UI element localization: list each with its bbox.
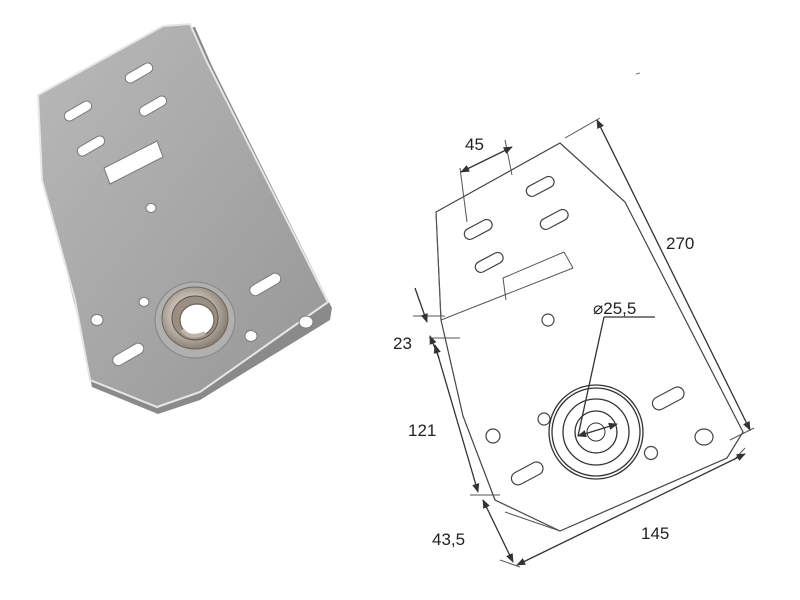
slot-outline — [510, 461, 544, 486]
slot-outline — [651, 386, 685, 411]
plate-photo — [36, 22, 332, 414]
stray-mark — [635, 72, 641, 75]
round-hole — [90, 314, 104, 326]
bearing — [154, 281, 236, 359]
label-121: 121 — [408, 421, 436, 440]
slot-outline — [474, 251, 504, 274]
label-270: 270 — [666, 234, 694, 253]
slot-outline — [463, 218, 493, 241]
slot-hole — [63, 100, 93, 122]
plate-round-holes — [90, 203, 314, 342]
hole-outline — [694, 428, 714, 446]
dimension-121 — [429, 337, 500, 496]
round-hole — [145, 203, 157, 213]
dimension-43-5 — [482, 499, 561, 568]
dimension-145 — [516, 447, 746, 566]
slot-outline — [539, 208, 569, 231]
slot-hole — [124, 62, 154, 84]
hole-outline — [485, 428, 501, 444]
slot-hole — [112, 342, 145, 367]
plate-face — [36, 22, 330, 409]
round-hole — [298, 315, 314, 329]
label-23: 23 — [393, 334, 412, 353]
slot-outline — [525, 175, 555, 198]
label-43-5: 43,5 — [432, 530, 465, 549]
slot-hole — [138, 95, 168, 117]
label-diameter: ⌀25,5 — [593, 299, 636, 318]
drawing-bearing — [548, 384, 644, 480]
slot-hole — [76, 135, 106, 157]
rectangular-window — [103, 140, 164, 185]
hole-outline — [541, 313, 555, 327]
dimension-270 — [564, 117, 755, 441]
diameter-leader — [577, 316, 655, 438]
hole-outline — [537, 412, 551, 426]
label-145: 145 — [641, 524, 669, 543]
fold-lines — [435, 211, 574, 532]
technical-drawing: 45 270 23 121 43,5 145 ⌀25,5 — [393, 72, 755, 568]
round-hole — [138, 297, 150, 307]
plate-slots — [63, 62, 282, 367]
label-45: 45 — [465, 135, 484, 154]
plate-outline — [435, 142, 744, 532]
slot-hole — [249, 272, 282, 297]
round-hole — [244, 330, 258, 342]
hole-outline — [643, 445, 659, 461]
dimension-45 — [459, 139, 513, 223]
